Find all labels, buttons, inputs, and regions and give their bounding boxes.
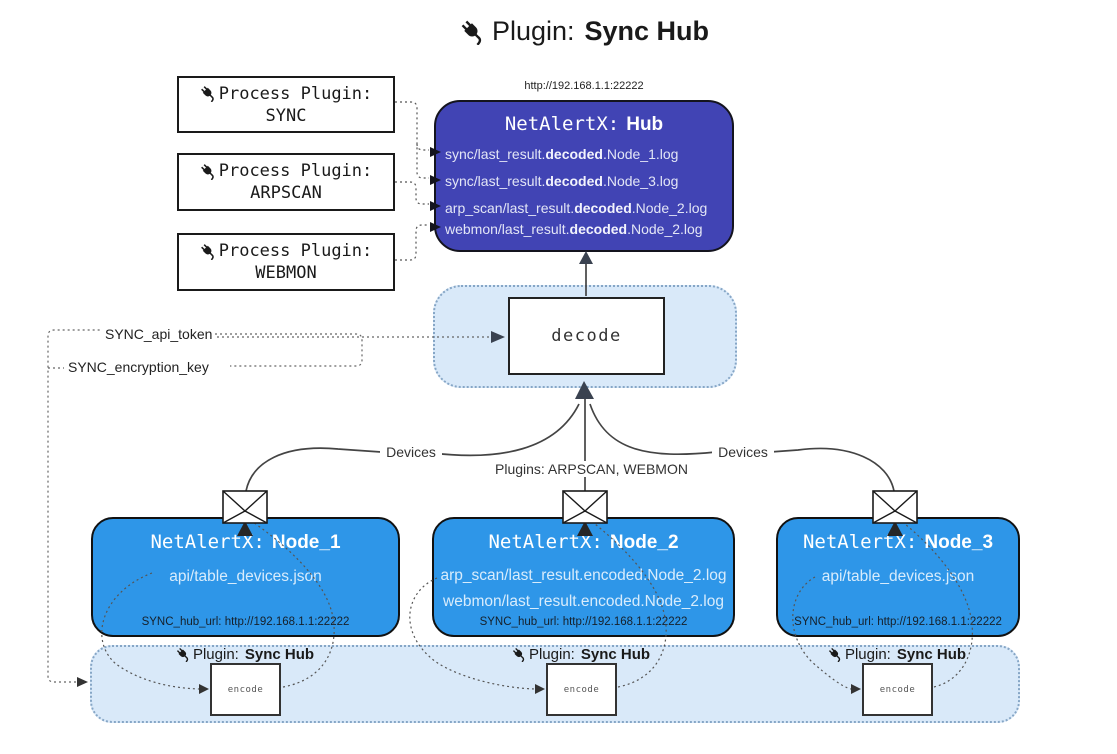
node-title: NetAlertX:Node_3: [802, 531, 994, 553]
title-prefix: Plugin:: [491, 16, 575, 46]
node-hub-url: SYNC_hub_url: http://192.168.1.1:22222: [141, 616, 350, 628]
hub-log-line: sync/last_result.decoded.Node_3.log: [445, 173, 679, 189]
process-plugin-label: Process Plugin:: [218, 161, 373, 181]
hub-url-label: http://192.168.1.1:22222: [524, 80, 644, 92]
node-2-box: NetAlertX:Node_2 arp_scan/last_result.en…: [432, 517, 735, 637]
devices-edge-label-right: Devices: [712, 444, 774, 460]
process-plugin-name: ARPSCAN: [250, 183, 322, 203]
plug-icon: [176, 647, 191, 662]
plugins-edge-label: Plugins: ARPSCAN, WEBMON: [495, 461, 688, 477]
hub-log-line: arp_scan/last_result.decoded.Node_2.log: [445, 200, 708, 216]
node-hub-url: SYNC_hub_url: http://192.168.1.1:22222: [479, 616, 688, 628]
hub-title-name: Hub: [626, 114, 664, 135]
process-plugin-label: Process Plugin:: [218, 83, 373, 104]
node-files: arp_scan/last_result.encoded.Node_2.log …: [440, 567, 727, 610]
sync-api-token-label: SYNC_api_token: [103, 326, 215, 342]
process-plugin-label: Process Plugin:: [218, 241, 373, 261]
plug-icon: [200, 85, 217, 102]
hub-title-prefix: NetAlertX:: [504, 113, 620, 135]
devices-edge-label-left: Devices: [380, 444, 442, 460]
node-files: api/table_devices.json: [821, 568, 975, 585]
node-3-box: NetAlertX:Node_3 api/table_devices.json …: [776, 517, 1020, 637]
hub-title: NetAlertX: Hub: [436, 113, 732, 136]
process-plugin-name: SYNC: [265, 105, 307, 126]
hub-log-line: webmon/last_result.decoded.Node_2.log: [445, 221, 703, 237]
plug-icon: [512, 647, 527, 662]
process-plugin-name: WEBMON: [255, 263, 317, 283]
node-title: NetAlertX:Node_2: [488, 531, 679, 553]
node-1-box: NetAlertX:Node_1 api/table_devices.json …: [91, 517, 400, 637]
plug-icon: [200, 163, 217, 180]
hub-box: NetAlertX: Hub sync/last_result.decoded.N…: [434, 100, 734, 252]
title-name: Sync Hub: [584, 16, 710, 46]
process-plugin-sync-box: Process Plugin: SYNC: [177, 76, 395, 133]
right-arrow-icon: [77, 677, 88, 687]
node-hub-url: SYNC_hub_url: http://192.168.1.1:22222: [794, 616, 1002, 628]
encoder-label: Plugin: Sync Hub: [165, 646, 325, 663]
encode-box: encode: [546, 663, 617, 716]
encoder-label: Plugin: Sync Hub: [817, 646, 977, 663]
process-plugin-webmon-box: Process Plugin: WEBMON: [177, 233, 395, 291]
plug-icon: [828, 647, 843, 662]
encode-box: encode: [210, 663, 281, 716]
sync-encryption-key-label: SYNC_encryption_key: [66, 359, 211, 375]
node-files: api/table_devices.json: [169, 568, 322, 585]
page-title: Plugin: Sync Hub: [26, 16, 1117, 47]
encode-box: encode: [862, 663, 933, 716]
hub-log-line: sync/last_result.decoded.Node_1.log: [445, 146, 679, 162]
hub-log-list: sync/last_result.decoded.Node_1.log sync…: [436, 145, 732, 239]
node-title: NetAlertX:Node_1: [150, 531, 341, 553]
decode-box: decode: [508, 297, 665, 375]
process-plugin-arpscan-box: Process Plugin: ARPSCAN: [177, 153, 395, 211]
plug-icon: [460, 19, 486, 45]
plug-icon: [200, 243, 217, 260]
up-arrow-icon: [579, 251, 593, 264]
encoder-label: Plugin: Sync Hub: [501, 646, 661, 663]
